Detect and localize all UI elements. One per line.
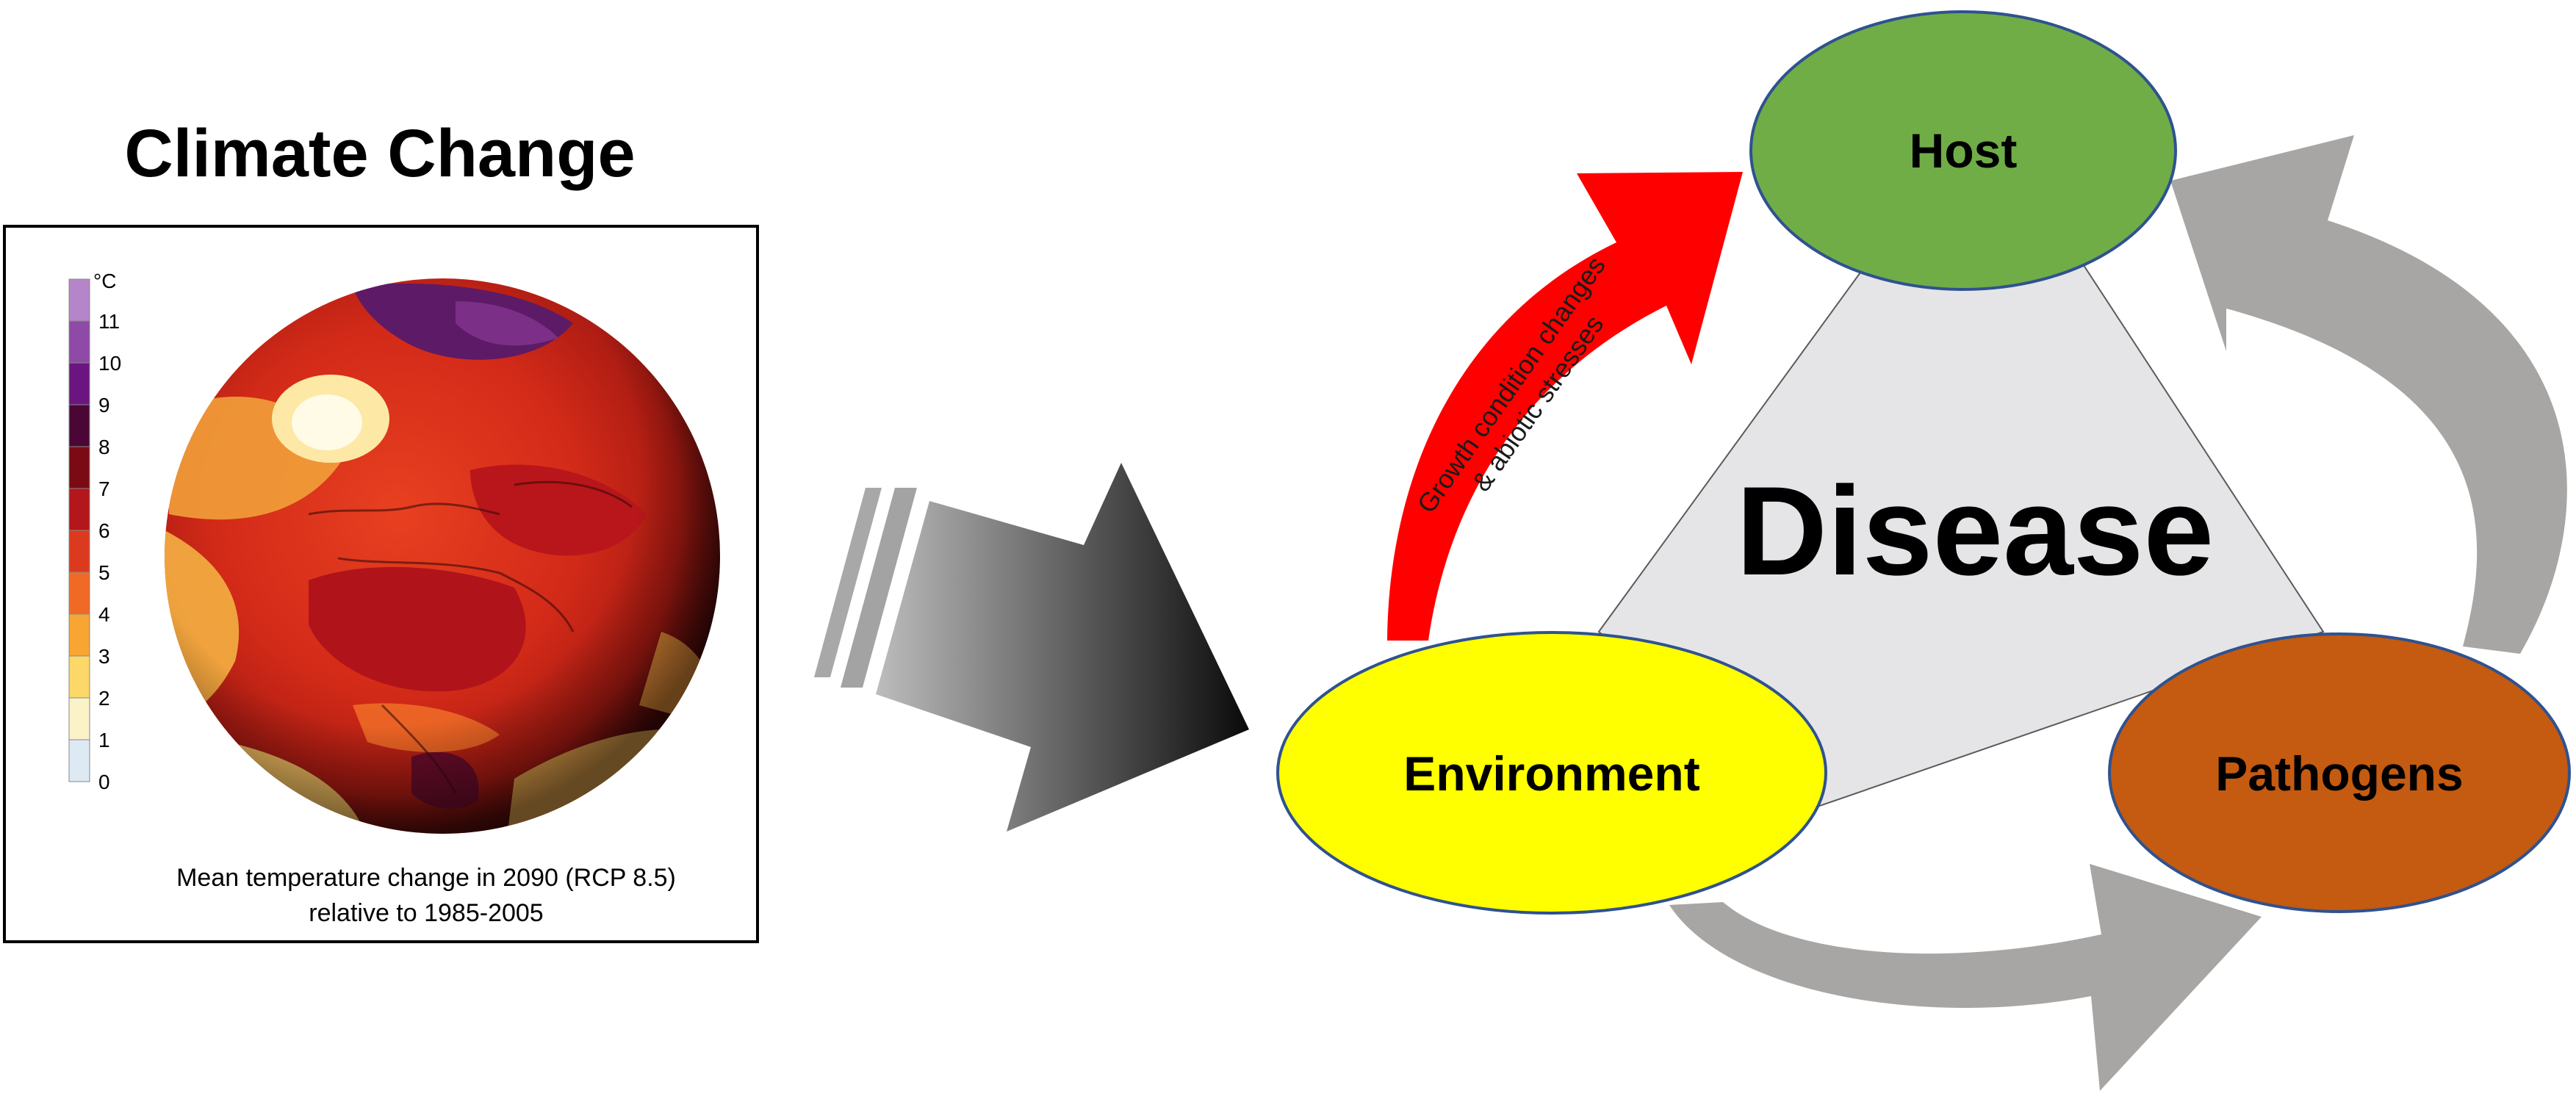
legend-swatch-4 bbox=[68, 572, 90, 615]
pathogens-to-host-arrow bbox=[2170, 135, 2567, 654]
map-caption-line1: Mean temperature change in 2090 (RCP 8.5… bbox=[176, 864, 676, 892]
legend-swatch-8 bbox=[68, 404, 90, 447]
transition-arrow bbox=[814, 463, 1249, 832]
red-stress-arrow bbox=[1387, 172, 1743, 641]
environment-to-pathogens-arrow bbox=[1669, 864, 2262, 1091]
legend-label-0: 0 bbox=[98, 771, 110, 793]
legend-label-1: 1 bbox=[98, 729, 110, 751]
disease-label: Disease bbox=[1736, 461, 2214, 602]
environment-label: Environment bbox=[1403, 746, 1699, 801]
legend-label-10: 10 bbox=[98, 352, 121, 375]
red-arrow-text-line1: Growth condition changes bbox=[1411, 250, 1611, 518]
legend-label-8: 8 bbox=[98, 436, 110, 458]
legend-label-4: 4 bbox=[98, 603, 110, 626]
environment-node bbox=[1276, 631, 1827, 915]
host-node bbox=[1749, 10, 2177, 291]
legend-label-5: 5 bbox=[98, 561, 110, 584]
legend-swatch-6 bbox=[68, 488, 90, 531]
legend-swatch-10 bbox=[68, 320, 90, 364]
legend-label-3: 3 bbox=[98, 645, 110, 668]
legend-swatch-11 bbox=[68, 278, 90, 322]
legend-label-6: 6 bbox=[98, 519, 110, 542]
pathogens-label: Pathogens bbox=[2215, 746, 2463, 801]
disease-triangle-diagram: Disease Growth condition changes & abiot… bbox=[1276, 10, 2571, 1091]
legend-label-2: 2 bbox=[98, 687, 110, 710]
legend-swatch-3 bbox=[68, 613, 90, 657]
warming-globe bbox=[165, 278, 720, 834]
legend-swatch-7 bbox=[68, 446, 90, 489]
legend-unit: °C bbox=[93, 270, 116, 292]
pathogens-node bbox=[2108, 632, 2571, 913]
arrow-stripe-1 bbox=[814, 488, 882, 677]
legend-label-11: 11 bbox=[98, 310, 120, 333]
legend-swatch-2 bbox=[68, 655, 90, 699]
host-label: Host bbox=[1910, 123, 2018, 178]
legend-swatch-0 bbox=[68, 739, 90, 782]
legend-swatch-5 bbox=[68, 530, 90, 573]
arrow-body bbox=[876, 463, 1249, 832]
climate-title: Climate Change bbox=[124, 116, 635, 191]
legend-label-7: 7 bbox=[98, 477, 110, 500]
map-caption-line2: relative to 1985-2005 bbox=[309, 899, 543, 927]
legend-swatch-1 bbox=[68, 697, 90, 740]
arrow-stripe-2 bbox=[841, 488, 917, 688]
legend-label-9: 9 bbox=[98, 394, 110, 417]
legend-swatch-9 bbox=[68, 362, 90, 405]
